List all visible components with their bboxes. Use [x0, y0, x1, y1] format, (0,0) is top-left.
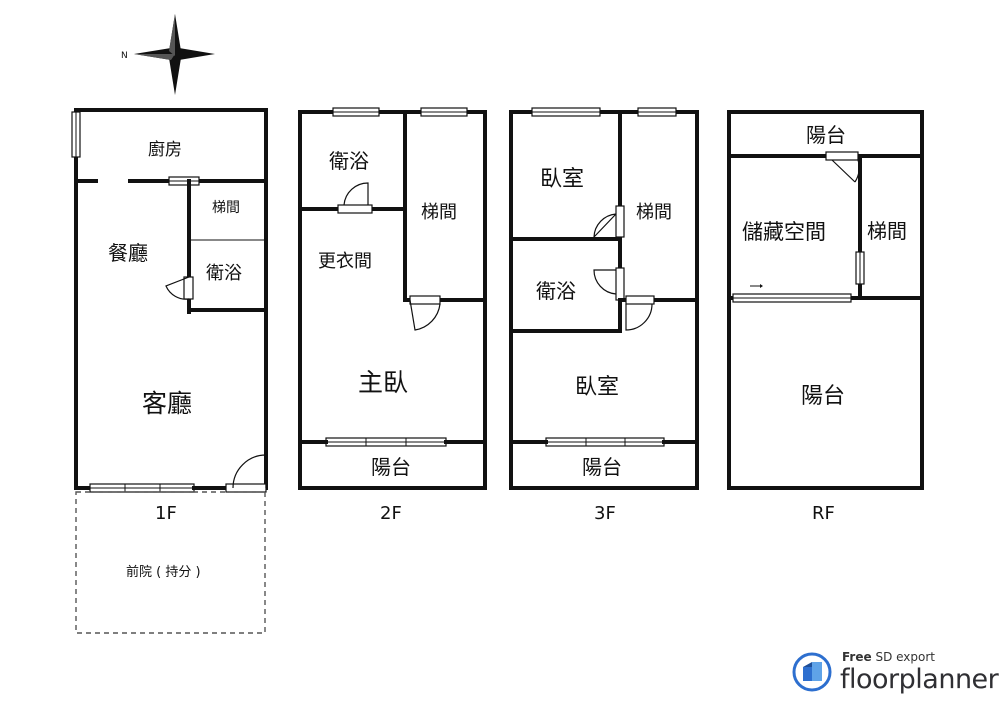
compass-rose-icon: N — [121, 14, 215, 95]
room-label: 梯間 — [212, 200, 240, 216]
window — [732, 293, 852, 303]
door-icon — [593, 205, 625, 238]
compass-north-label: N — [121, 51, 128, 61]
door-icon — [825, 151, 860, 183]
room-label: 陽台 — [801, 384, 845, 409]
floor-3f: 臥室 梯間 衛浴 臥室 陽台 3F — [509, 107, 699, 524]
floorplanner-logo: Free SD export floorplanner — [792, 650, 999, 700]
room-label: 陽台 — [582, 455, 622, 479]
entry-door-icon — [225, 454, 267, 493]
room-label: 更衣間 — [318, 251, 372, 272]
room-label: 臥室 — [575, 375, 619, 400]
room-label: 陽台 — [806, 123, 846, 147]
window — [89, 483, 195, 493]
floor-label: 3F — [594, 503, 616, 524]
door-icon — [165, 276, 194, 300]
window — [420, 107, 468, 117]
front-yard-label: 前院 ( 持分 ) — [126, 564, 201, 580]
window — [325, 437, 447, 447]
brand-name: floorplanner — [840, 664, 999, 695]
floor-2f: 衛浴 梯間 更衣間 主臥 陽台 2F — [298, 107, 487, 524]
window — [545, 437, 665, 447]
room-label: 主臥 — [358, 368, 408, 397]
window — [168, 176, 200, 186]
door-icon — [593, 267, 625, 301]
room-label: 儲藏空間 — [742, 220, 826, 244]
room-label: 陽台 — [371, 455, 411, 479]
floor-label: RF — [812, 503, 835, 524]
room-label: 衛浴 — [329, 149, 369, 173]
room-label: 梯間 — [636, 202, 672, 223]
window — [332, 107, 380, 117]
room-label: 餐廳 — [108, 241, 148, 265]
window — [855, 251, 865, 285]
floor-rf: 陽台 儲藏空間 梯間 陽台 RF — [727, 110, 924, 524]
room-label: 臥室 — [540, 167, 584, 192]
floor-label: 2F — [380, 503, 402, 524]
front-yard-outline — [75, 491, 266, 634]
room-label: 廚房 — [148, 139, 182, 160]
room-label: 客廳 — [142, 389, 192, 418]
export-label: Free SD export — [842, 650, 935, 664]
window — [71, 111, 81, 158]
room-label: 衛浴 — [536, 279, 576, 303]
room-label: 梯間 — [867, 219, 907, 243]
door-icon — [625, 295, 655, 331]
window — [637, 107, 677, 117]
window — [531, 107, 601, 117]
room-label: 衛浴 — [206, 263, 242, 284]
door-icon — [337, 182, 373, 214]
floor-label: 1F — [155, 503, 177, 524]
floor-1f: 廚房 餐廳 梯間 衛浴 客廳 1F 前院 ( 持分 ) — [71, 108, 268, 634]
room-label: 梯間 — [421, 202, 457, 223]
door-icon — [409, 295, 441, 331]
floorplanner-logo-icon — [792, 652, 832, 692]
